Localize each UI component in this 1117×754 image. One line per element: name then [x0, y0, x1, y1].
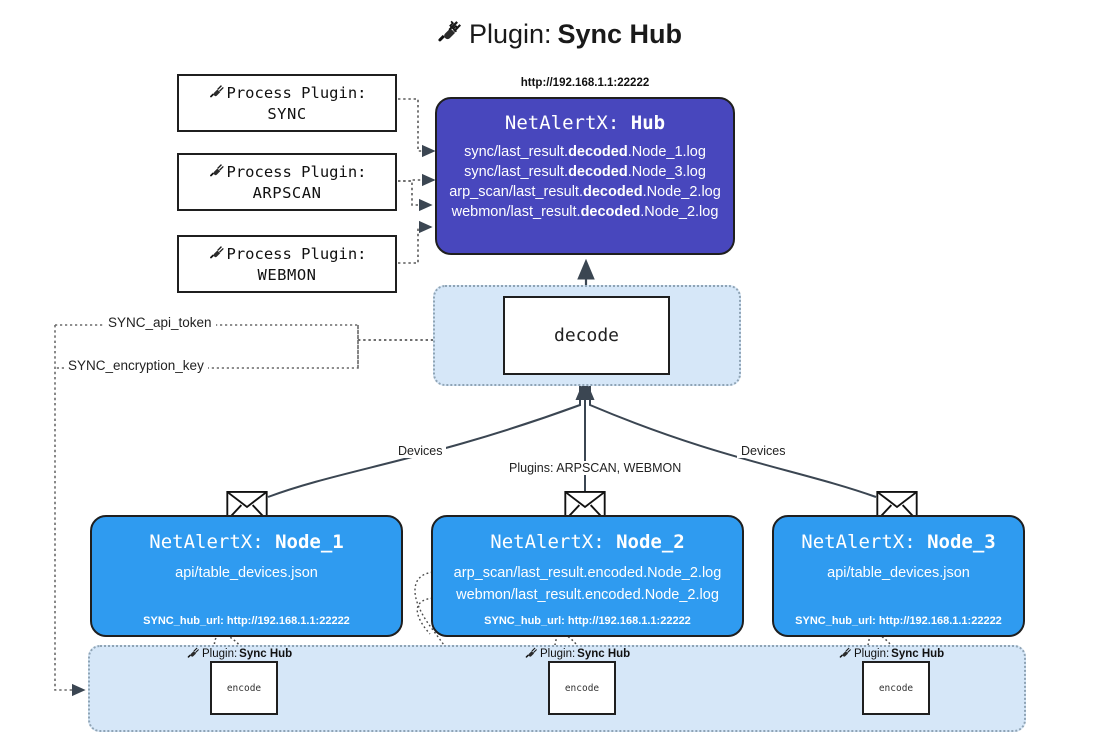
- encode-caption-2: Plugin: Sync Hub: [524, 645, 630, 662]
- node-footer: SYNC_hub_url: http://192.168.1.1:22222: [795, 615, 1002, 627]
- hub-title-name: Hub: [630, 112, 666, 134]
- hub-title-prefix: NetAlertX:: [504, 112, 620, 134]
- hub-title: NetAlertX: Hub: [505, 112, 665, 134]
- plug-icon: [524, 645, 538, 662]
- node-title: NetAlertX: Node_3: [801, 531, 995, 553]
- hub-log-item: webmon/last_result.decoded.Node_2.log: [451, 204, 719, 220]
- node-title-prefix: NetAlertX:: [149, 531, 264, 553]
- node-line-list: api/table_devices.json: [92, 565, 401, 581]
- process-plugin-label: Process Plugin:: [226, 244, 367, 263]
- encode-caption-name: Sync Hub: [239, 647, 293, 660]
- node-line: webmon/last_result.encoded.Node_2.log: [456, 587, 719, 603]
- hub-log-item: sync/last_result.decoded.Node_1.log: [464, 144, 706, 160]
- node-line-list: arp_scan/last_result.encoded.Node_2.log …: [433, 565, 742, 603]
- process-plugin-name: ARPSCAN: [252, 183, 322, 202]
- page-title-prefix: Plugin:: [468, 18, 552, 49]
- plug-icon: [435, 16, 463, 51]
- edge-label-plugins: Plugins: ARPSCAN, WEBMON: [505, 461, 686, 475]
- node-title: NetAlertX: Node_1: [149, 531, 343, 553]
- process-plugin-label: Process Plugin:: [226, 162, 367, 181]
- encode-caption-prefix: Plugin:: [540, 647, 576, 660]
- process-plugin-box-webmon[interactable]: Process Plugin: WEBMON: [177, 235, 397, 293]
- decode-box[interactable]: decode: [503, 296, 670, 375]
- encode-box-3[interactable]: encode: [862, 661, 930, 715]
- page-title: Plugin: Sync Hub: [0, 16, 1117, 51]
- node-title: NetAlertX: Node_2: [490, 531, 684, 553]
- plug-icon: [208, 82, 225, 104]
- node-line: api/table_devices.json: [175, 565, 318, 581]
- edge-label-devices-left: Devices: [394, 444, 447, 458]
- encode-caption-name: Sync Hub: [891, 647, 945, 660]
- token-label-api: SYNC_api_token: [104, 315, 216, 330]
- hub-url-label: http://192.168.1.1:22222: [520, 77, 650, 89]
- plug-icon: [208, 243, 225, 265]
- node-line-list: api/table_devices.json: [774, 565, 1023, 581]
- node-box-node-2[interactable]: NetAlertX: Node_2 arp_scan/last_result.e…: [431, 515, 744, 637]
- edge-label-devices-right: Devices: [737, 444, 790, 458]
- encode-box-2[interactable]: encode: [548, 661, 616, 715]
- node-title-name: Node_1: [275, 531, 344, 553]
- encode-caption-3: Plugin: Sync Hub: [838, 645, 944, 662]
- plug-icon: [838, 645, 852, 662]
- hub-log-item: sync/last_result.decoded.Node_3.log: [464, 164, 706, 180]
- hub-log-item: arp_scan/last_result.decoded.Node_2.log: [449, 184, 721, 200]
- node-title-name: Node_2: [616, 531, 685, 553]
- hub-box[interactable]: NetAlertX: Hub sync/last_result.decoded.…: [435, 97, 735, 255]
- node-title-prefix: NetAlertX:: [801, 531, 916, 553]
- process-plugin-name: WEBMON: [257, 265, 317, 284]
- encode-caption-name: Sync Hub: [577, 647, 631, 660]
- encode-caption-prefix: Plugin:: [854, 647, 890, 660]
- node-footer: SYNC_hub_url: http://192.168.1.1:22222: [143, 615, 350, 627]
- encode-box-1[interactable]: encode: [210, 661, 278, 715]
- node-box-node-1[interactable]: NetAlertX: Node_1 api/table_devices.json…: [90, 515, 403, 637]
- plug-icon: [186, 645, 200, 662]
- plug-icon: [208, 161, 225, 183]
- process-plugin-box-sync[interactable]: Process Plugin: SYNC: [177, 74, 397, 132]
- node-footer: SYNC_hub_url: http://192.168.1.1:22222: [484, 615, 691, 627]
- page-title-name: Sync Hub: [557, 18, 683, 49]
- node-line: api/table_devices.json: [827, 565, 970, 581]
- process-plugin-name: SYNC: [267, 104, 307, 123]
- encode-caption-1: Plugin: Sync Hub: [186, 645, 292, 662]
- process-plugin-box-arpscan[interactable]: Process Plugin: ARPSCAN: [177, 153, 397, 211]
- node-title-name: Node_3: [927, 531, 996, 553]
- node-line: arp_scan/last_result.encoded.Node_2.log: [453, 565, 722, 581]
- token-label-encryption: SYNC_encryption_key: [64, 358, 208, 373]
- process-plugin-label: Process Plugin:: [226, 83, 367, 102]
- encode-caption-prefix: Plugin:: [202, 647, 238, 660]
- hub-log-list: sync/last_result.decoded.Node_1.log sync…: [437, 144, 733, 220]
- node-box-node-3[interactable]: NetAlertX: Node_3 api/table_devices.json…: [772, 515, 1025, 637]
- node-title-prefix: NetAlertX:: [490, 531, 605, 553]
